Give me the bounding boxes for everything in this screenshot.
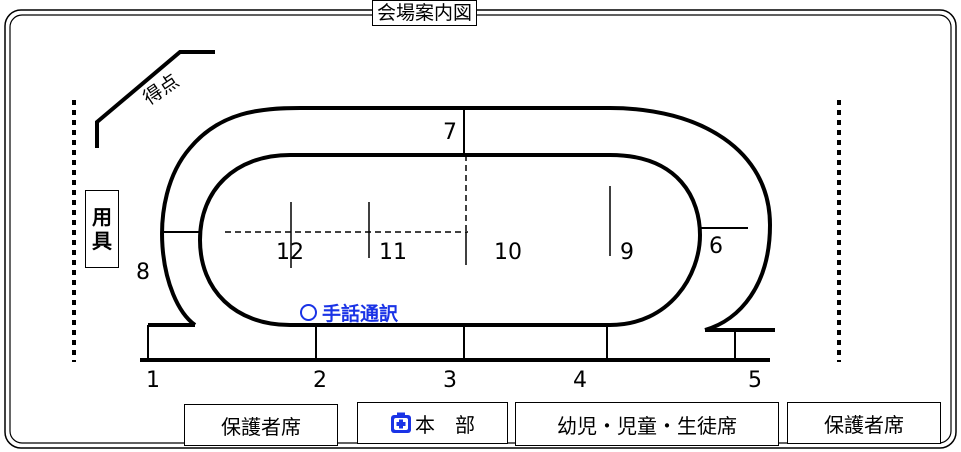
equipment-box: 用 具 [85,190,119,268]
inner-track [197,153,703,327]
lane-9: 9 [620,240,634,265]
headquarters-box: 本 部 [357,402,508,444]
lane-7: 7 [443,120,457,145]
circle-marker-icon [300,304,317,321]
lane-5: 5 [748,368,762,393]
lane-3: 3 [443,368,457,393]
lane-8: 8 [136,260,150,285]
lane-4: 4 [573,368,587,393]
children-seats: 幼児・児童・生徒席 [515,402,779,446]
guardian-seats-right-label: 保護者席 [824,412,904,437]
outer-track [160,106,773,332]
lane-11: 11 [379,240,407,265]
equipment-label-2: 具 [92,229,112,253]
guardian-seats-left-label: 保護者席 [221,414,301,439]
children-seats-label: 幼児・児童・生徒席 [557,413,737,438]
first-aid-icon [391,412,411,433]
lane-1: 1 [146,368,160,393]
lane-2: 2 [313,368,327,393]
guardian-seats-right: 保護者席 [787,402,941,444]
equipment-label-1: 用 [92,205,112,229]
lane-10: 10 [494,240,522,265]
lane-6: 6 [709,234,723,259]
outer-frame [4,9,957,449]
guardian-seats-left: 保護者席 [184,404,338,446]
map-title: 会場案内図 [372,0,478,26]
lane-12: 12 [276,240,304,265]
interpreter-marker: 手話通訳 [300,299,398,326]
headquarters-label: 本 部 [415,412,475,437]
scoreboard-line [95,50,215,148]
interpreter-label: 手話通訳 [322,303,399,325]
